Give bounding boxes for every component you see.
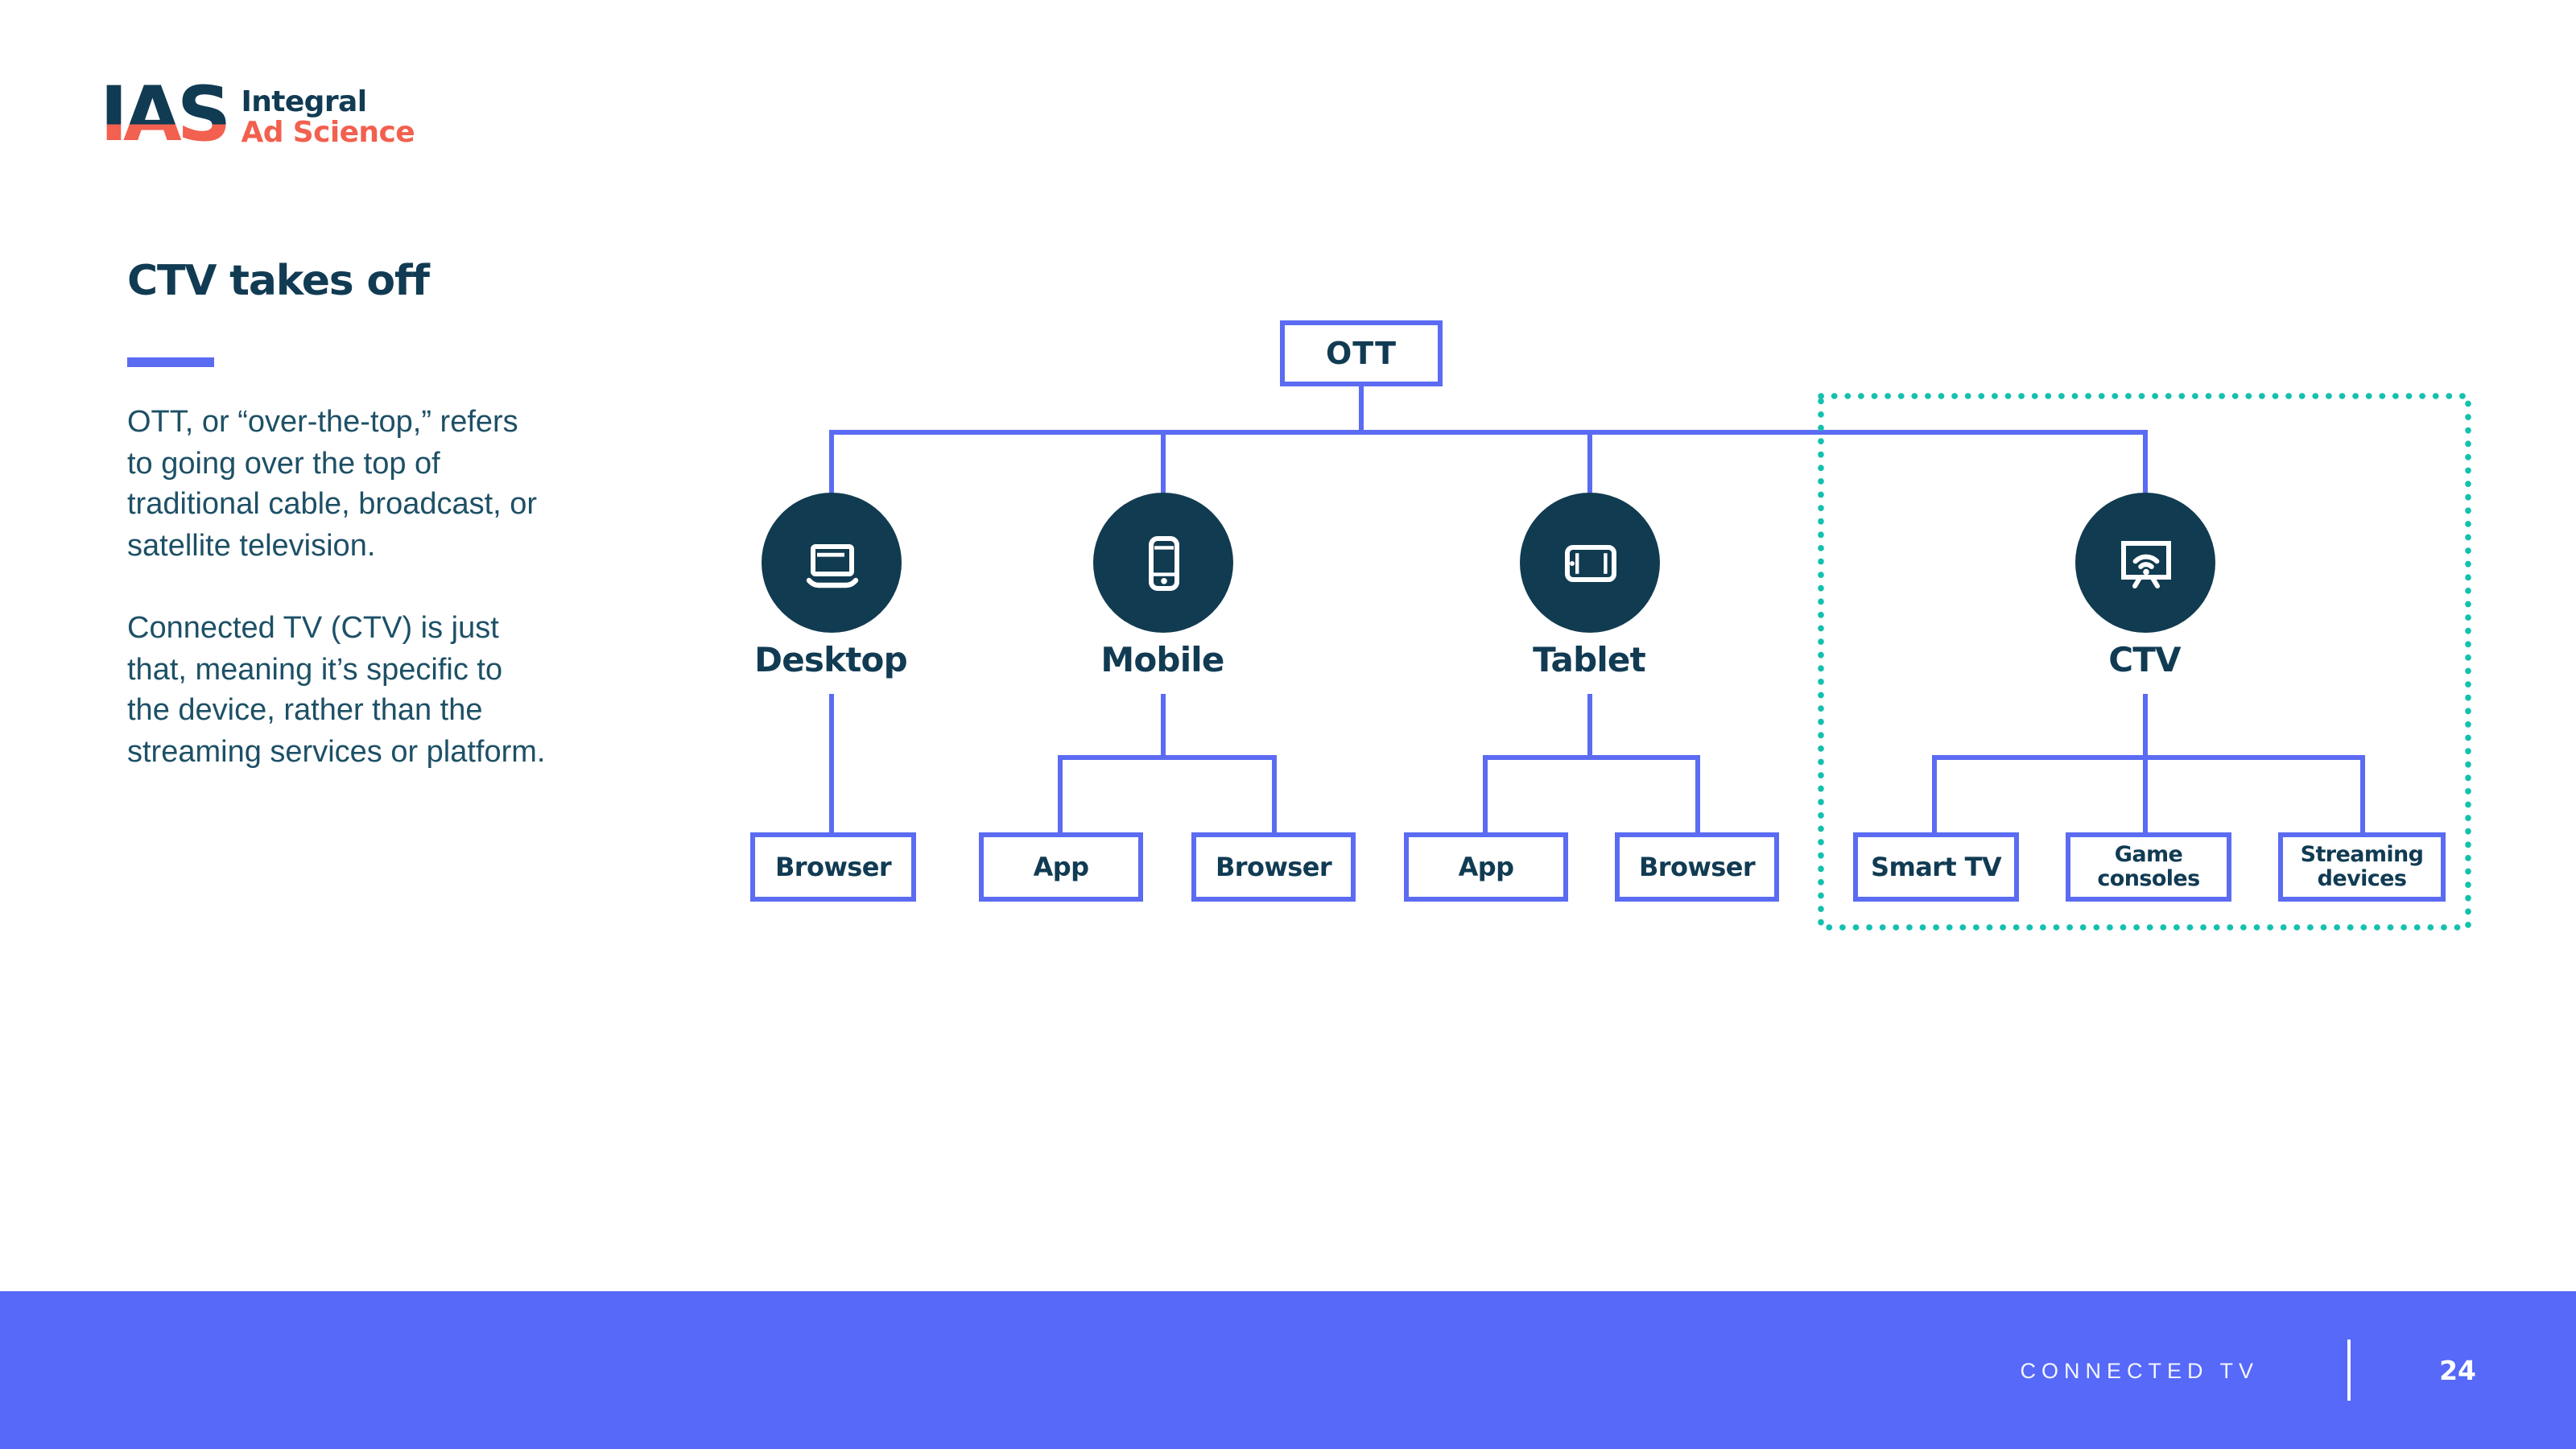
tablet-node: [1520, 493, 1660, 633]
connector-line: [1161, 694, 1166, 758]
leaf-tablet-browser: Browser: [1615, 832, 1779, 902]
leaf-ctv-smart-tv: Smart TV: [1853, 832, 2019, 902]
footer-section-label: CONNECTED TV: [2020, 1358, 2260, 1382]
connector-line: [2143, 694, 2148, 832]
mobile-node: [1093, 493, 1233, 633]
footer-bar: CONNECTED TV 24: [0, 1291, 2576, 1449]
connector-line: [1483, 755, 1488, 832]
footer-divider: [2347, 1340, 2351, 1401]
connector-line: [829, 694, 834, 832]
footer-page-number: 24: [2439, 1355, 2476, 1385]
connector-line: [1587, 430, 1592, 493]
branch-label-ctv: CTV: [2108, 641, 2181, 679]
branch-label-desktop: Desktop: [754, 641, 907, 679]
logo-name-line1: Integral: [241, 85, 367, 119]
connector-line: [1932, 755, 2365, 760]
leaf-desktop-browser: Browser: [750, 832, 916, 902]
ctv-node: [2075, 493, 2215, 633]
connector-line: [1058, 755, 1063, 832]
connector-line: [829, 430, 2148, 435]
connector-line: [1587, 694, 1592, 758]
connector-line: [1272, 755, 1277, 832]
title-accent-rule: [127, 357, 214, 367]
ctv-highlight-border: [1818, 393, 2471, 931]
intro-column: CTV takes off OTT, or “over-the-top,” re…: [127, 258, 610, 773]
leaf-ctv-game-consoles: Game consoles: [2066, 832, 2231, 902]
branch-label-tablet: Tablet: [1533, 641, 1646, 679]
ias-logo: IAS Integral Ad Science: [100, 71, 415, 159]
connector-line: [2360, 755, 2365, 832]
desktop-node: [762, 493, 902, 633]
connector-line: [2143, 430, 2148, 493]
ott-root-node: OTT: [1280, 320, 1443, 386]
intro-paragraph-2: Connected TV (CTV) is just that, meaning…: [127, 612, 546, 769]
tablet-icon: [1564, 544, 1616, 581]
connector-line: [1932, 755, 1937, 832]
leaf-mobile-browser: Browser: [1191, 832, 1356, 902]
connector-line: [1058, 755, 1277, 760]
connector-line: [829, 430, 834, 493]
leaf-tablet-app: App: [1404, 832, 1568, 902]
laptop-icon: [805, 543, 858, 588]
page-title: CTV takes off: [127, 258, 430, 306]
smartphone-icon: [1148, 535, 1179, 590]
connector-line: [1359, 385, 1364, 433]
leaf-mobile-app: App: [979, 832, 1143, 902]
ias-logo-name: Integral Ad Science: [241, 87, 415, 148]
ias-logo-abbr: IAS: [100, 71, 231, 159]
intro-paragraph-1: OTT, or “over-the-top,” refers to going …: [127, 406, 538, 563]
connector-line: [1483, 755, 1700, 760]
connector-line: [1695, 755, 1700, 832]
connector-line: [1161, 430, 1166, 493]
branch-label-mobile: Mobile: [1100, 641, 1224, 679]
tv-wifi-icon: [2120, 540, 2170, 588]
logo-name-line2: Ad Science: [241, 116, 415, 150]
leaf-ctv-streaming-devices: Streaming devices: [2278, 832, 2446, 902]
